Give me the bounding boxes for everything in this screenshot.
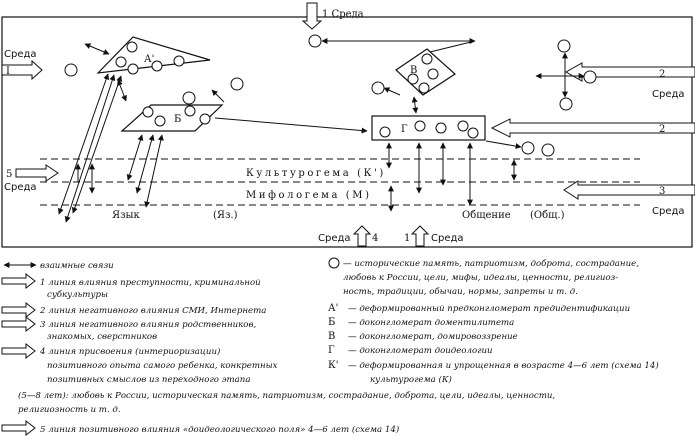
- legend-left-7: позитивного опыта самого ребенка, конкре…: [47, 360, 278, 371]
- language-label: Язык: [112, 210, 140, 221]
- value-circle: [541, 143, 555, 157]
- cluster-g-circles: [379, 120, 479, 139]
- legend-left-6: 4 линия присвоения (интериоризации): [39, 346, 220, 357]
- legend-right-key-7: К': [328, 360, 339, 371]
- value-circle: [182, 91, 196, 105]
- language-abbr: (Яз.): [213, 210, 238, 221]
- mid-env-label: Среда: [4, 182, 37, 193]
- legend-right-0: — исторические память, патриотизм, добро…: [343, 258, 639, 269]
- right-arrow-3: [563, 180, 695, 200]
- right-arrow-2-lower: [490, 118, 695, 138]
- legend-right-7: — деформированная и упрощенная в возраст…: [348, 360, 659, 371]
- cluster-b-circles: [142, 105, 211, 127]
- top-env-label: 1 Среда: [322, 9, 364, 20]
- legend-right-4: — доконгломерат доментилитета: [348, 318, 514, 328]
- legend-right-3: — деформированный предконгломерат предид…: [348, 304, 630, 314]
- legend-left-5: знакомых, сверстников: [47, 332, 157, 342]
- legend-right-key-3: А': [328, 303, 338, 314]
- relation-arrows: [57, 38, 585, 223]
- cluster-g-label: Г: [401, 124, 408, 135]
- block-arrow-icon: [1, 272, 36, 290]
- legend-right-2: ность, традиции, обычаи, нормы, запреты …: [343, 286, 578, 297]
- myth-band-label: Мифологема (М): [246, 190, 372, 201]
- legend-right-key-5: В: [328, 331, 335, 342]
- left-env-label: Среда: [4, 49, 37, 60]
- legend-last: 5 линия позитивного влияния «доидеологич…: [40, 424, 399, 435]
- culture-band-label: Культурогема (К'): [246, 168, 386, 179]
- bottom-left-env-label: Среда: [318, 233, 351, 244]
- block-arrow-icon: [1, 301, 36, 319]
- bottom-arrow-1: [410, 225, 430, 247]
- cluster-a-label: А': [144, 54, 154, 65]
- legend-right-1: любовь к России, цели, мифы, идеалы, цен…: [343, 272, 618, 283]
- block-arrow-icon: [1, 315, 36, 333]
- value-circle: [371, 81, 385, 95]
- legend-left-0: взаимные связи: [40, 261, 114, 271]
- communication-label: Общение: [462, 210, 511, 221]
- bottom-right-env-num: 1: [404, 233, 410, 244]
- legend-left-4: 3 линия негативного влияния родственнико…: [40, 320, 256, 330]
- value-circle: [521, 141, 535, 155]
- cluster-v-label: В: [410, 65, 417, 76]
- bottom-arrow-4: [352, 225, 372, 247]
- right-num-2-lower: 2: [659, 124, 665, 135]
- left-env-arrow: [1, 59, 43, 81]
- value-circle: [64, 63, 78, 77]
- block-arrow-icon: [1, 419, 36, 436]
- value-circle: [557, 39, 571, 53]
- bottom-left-env-num: 4: [372, 233, 378, 244]
- legend-full-0: (5—8 лет): любовь к России, историческая…: [18, 390, 555, 401]
- legend-left-1: 1 линия влияния преступности, криминальн…: [40, 278, 261, 288]
- block-arrow-icon: [1, 342, 36, 360]
- cluster-v-circles: [407, 53, 439, 94]
- bottom-right-env-label: Среда: [431, 233, 464, 244]
- right-env-lower: Среда: [652, 206, 685, 217]
- legend-left-3: 2 линия негативного влияния СМИ, Интерне…: [39, 306, 266, 316]
- legend-right-key-6: Г: [328, 345, 335, 356]
- legend-right-5: — доконгломерат, домировоззрение: [348, 332, 518, 342]
- top-env-arrow: [301, 2, 323, 30]
- legend-right-8: культурогема (К): [370, 374, 452, 385]
- legend-right-key-4: Б: [328, 317, 335, 328]
- value-circle: [308, 34, 322, 48]
- cluster-a-circles: [115, 41, 185, 75]
- mid-env-arrow: [15, 164, 59, 182]
- legend-icons: [1, 262, 37, 436]
- legend-full-1: религиозность и т. д.: [18, 405, 121, 415]
- legend-left-2: субкультуры: [47, 289, 108, 300]
- value-circle-key-icon: [328, 257, 340, 269]
- value-circle: [583, 70, 597, 84]
- communication-abbr: (Общ.): [530, 210, 565, 221]
- mid-env-num: 5: [6, 169, 12, 180]
- left-env-num: I: [6, 66, 10, 77]
- value-circle: [230, 77, 244, 91]
- right-num-3: 3: [659, 186, 665, 197]
- legend-right-6: — доконгломерат доидеологии: [348, 346, 493, 356]
- cluster-b-label: Б: [174, 114, 181, 125]
- right-env-upper: Среда: [652, 89, 685, 100]
- right-num-2-upper: 2: [659, 69, 665, 80]
- value-circle: [559, 97, 573, 111]
- legend-left-8: позитивных смыслов из переходного этапа: [47, 375, 250, 385]
